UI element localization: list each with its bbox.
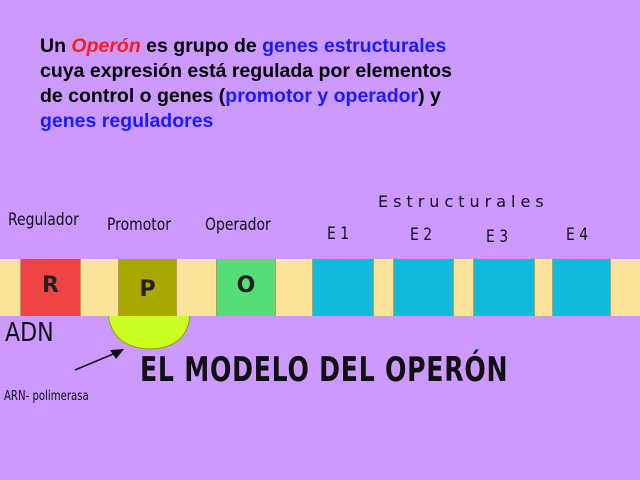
gene-box-promotor: P [118, 259, 177, 316]
intro-operon: Operón [71, 35, 141, 57]
label-e1: E 1 [327, 224, 350, 244]
gene-letter-p: P [139, 277, 156, 302]
gene-box-e4 [552, 259, 611, 316]
label-promotor: Promotor [107, 215, 171, 235]
gene-letter-o: O [236, 273, 256, 298]
intro-es-grupo: es grupo de [140, 35, 263, 57]
polymerase-diagram [74, 313, 191, 371]
gene-box-operador: O [216, 259, 276, 316]
intro-un: Un [40, 35, 72, 57]
gene-box-e1 [312, 259, 374, 316]
diagram-title: EL MODELO DEL OPERÓN [140, 350, 509, 390]
polymerase-arrow-line [74, 351, 119, 371]
label-e3: E 3 [486, 227, 509, 247]
intro-line-3: de control o genes (promotor y operador)… [40, 84, 620, 109]
intro-line-2: cuya expresión está regulada por element… [40, 60, 452, 82]
label-e2: E 2 [410, 225, 433, 245]
intro-y: ) y [418, 85, 441, 107]
label-arn-polimerasa: ARN- polimerasa [4, 389, 89, 404]
intro-promotor-operador: promotor y operador [225, 85, 419, 107]
intro-genes-estructurales: genes estructurales [262, 35, 447, 57]
gene-box-e3 [473, 259, 535, 316]
intro-line-4: genes reguladores [40, 110, 214, 132]
intro-text: Un Operón es grupo de genes estructurale… [40, 34, 620, 134]
label-estructurales: Estructurales [378, 192, 549, 211]
gene-box-regulador: R [20, 259, 81, 316]
label-operador: Operador [205, 215, 271, 235]
intro-control: de control o genes ( [40, 85, 226, 107]
polymerase-arrow-head [110, 349, 124, 359]
rna-polymerase-shape [107, 313, 191, 350]
intro-line-1: Un Operón es grupo de genes estructurale… [40, 34, 620, 59]
label-adn: ADN [5, 318, 54, 348]
gene-box-e2 [393, 259, 454, 316]
label-regulador: Regulador [8, 210, 79, 230]
gene-letter-r: R [42, 273, 59, 298]
label-e4: E 4 [566, 225, 589, 245]
